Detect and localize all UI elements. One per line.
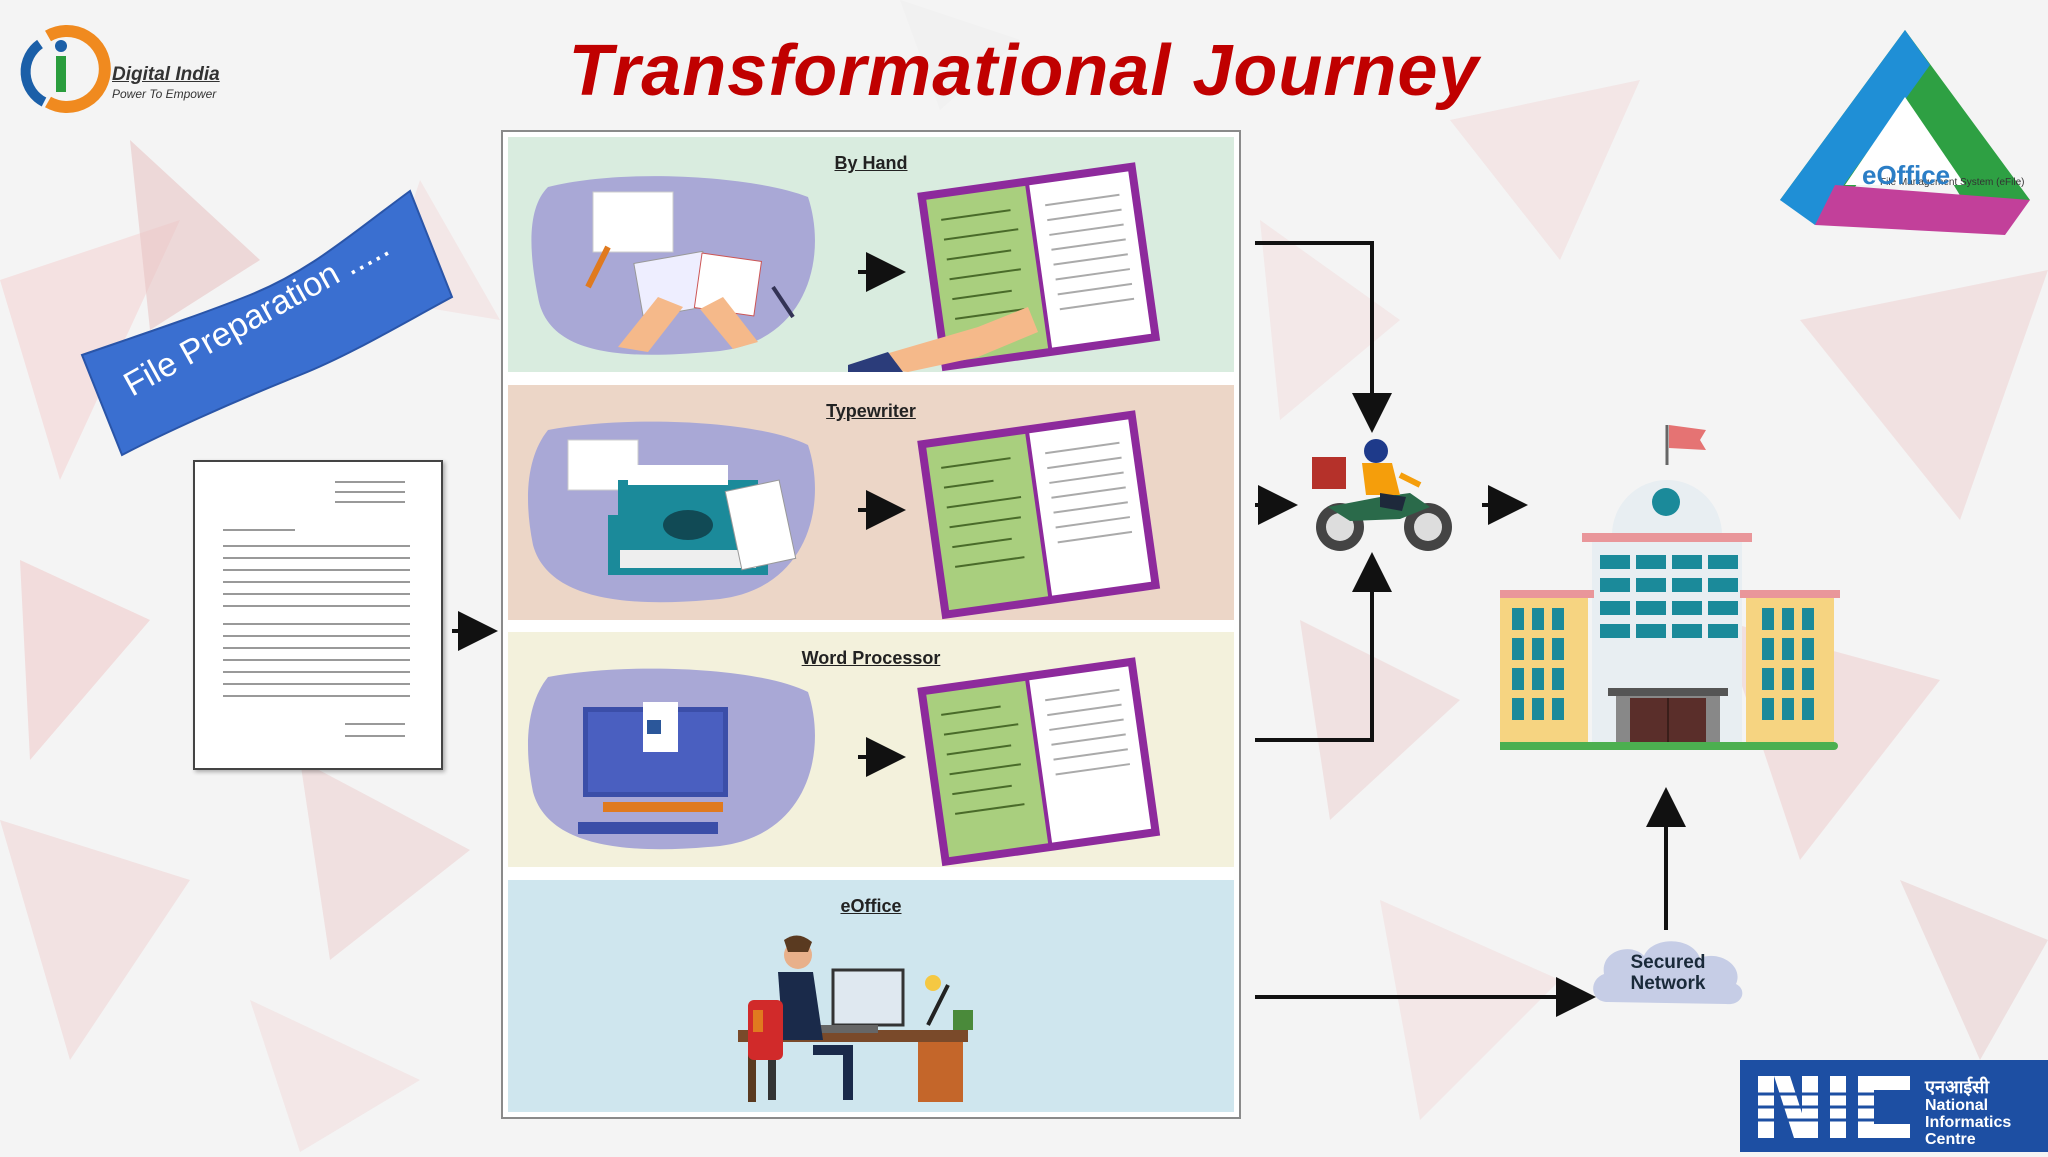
stage-label: eOffice xyxy=(840,896,902,916)
eoffice-logo-text: eOffice xyxy=(1862,160,1951,190)
eoffice-illustration xyxy=(738,935,973,1102)
digital-india-name: Digital India xyxy=(112,64,220,85)
arrow-byhand-to-courier xyxy=(1255,241,1392,433)
nic-line1: National xyxy=(1925,1097,1989,1114)
typewriter-illustration xyxy=(528,410,1161,620)
network-line2: Network xyxy=(1630,973,1706,994)
office-building-icon xyxy=(1500,425,1840,750)
nic-line2: Informatics xyxy=(1925,1114,2012,1131)
stage-label: Word Processor xyxy=(801,648,941,668)
secured-network-label: Secured Network xyxy=(1598,952,1738,994)
digital-india-tagline: Power To Empower xyxy=(112,87,217,101)
stage-by-hand: By Hand xyxy=(508,137,1234,372)
secured-network-cloud-icon xyxy=(1593,941,1743,1005)
stage-eoffice: eOffice xyxy=(508,880,1234,1112)
word-processor-illustration xyxy=(528,657,1161,867)
stage-label: By Hand xyxy=(834,153,908,173)
slide-title: Transformational Journey xyxy=(568,31,1480,111)
letter-document xyxy=(193,460,443,770)
by-hand-illustration xyxy=(531,162,1161,372)
stage-word-processor: Word Processor xyxy=(508,632,1234,867)
nic-hindi-name: एनआईसी xyxy=(1925,1077,1990,1097)
file-preparation-banner: File Preparation ..... xyxy=(80,189,454,457)
stage-typewriter: Typewriter xyxy=(508,385,1234,620)
digital-india-logo xyxy=(20,25,111,113)
courier-motorbike-icon xyxy=(1312,439,1452,551)
nic-letters-graphic xyxy=(1750,1076,1920,1138)
nic-english-name: National Informatics Centre xyxy=(1925,1097,2045,1148)
nic-line3: Centre xyxy=(1925,1131,1976,1148)
network-line1: Secured xyxy=(1630,952,1706,973)
stages-panel: By Hand xyxy=(501,130,1241,1119)
svg-text:File Management System (eFile): File Management System (eFile) xyxy=(1880,177,2025,188)
nic-logo xyxy=(1740,1060,2048,1152)
digital-india-wordmark: Digital India Power To Empower xyxy=(112,64,220,101)
stage-label: Typewriter xyxy=(826,401,916,421)
eoffice-logo: File Management System (eFile) xyxy=(1780,30,2030,235)
arrow-wordprocessor-to-courier xyxy=(1255,552,1392,742)
